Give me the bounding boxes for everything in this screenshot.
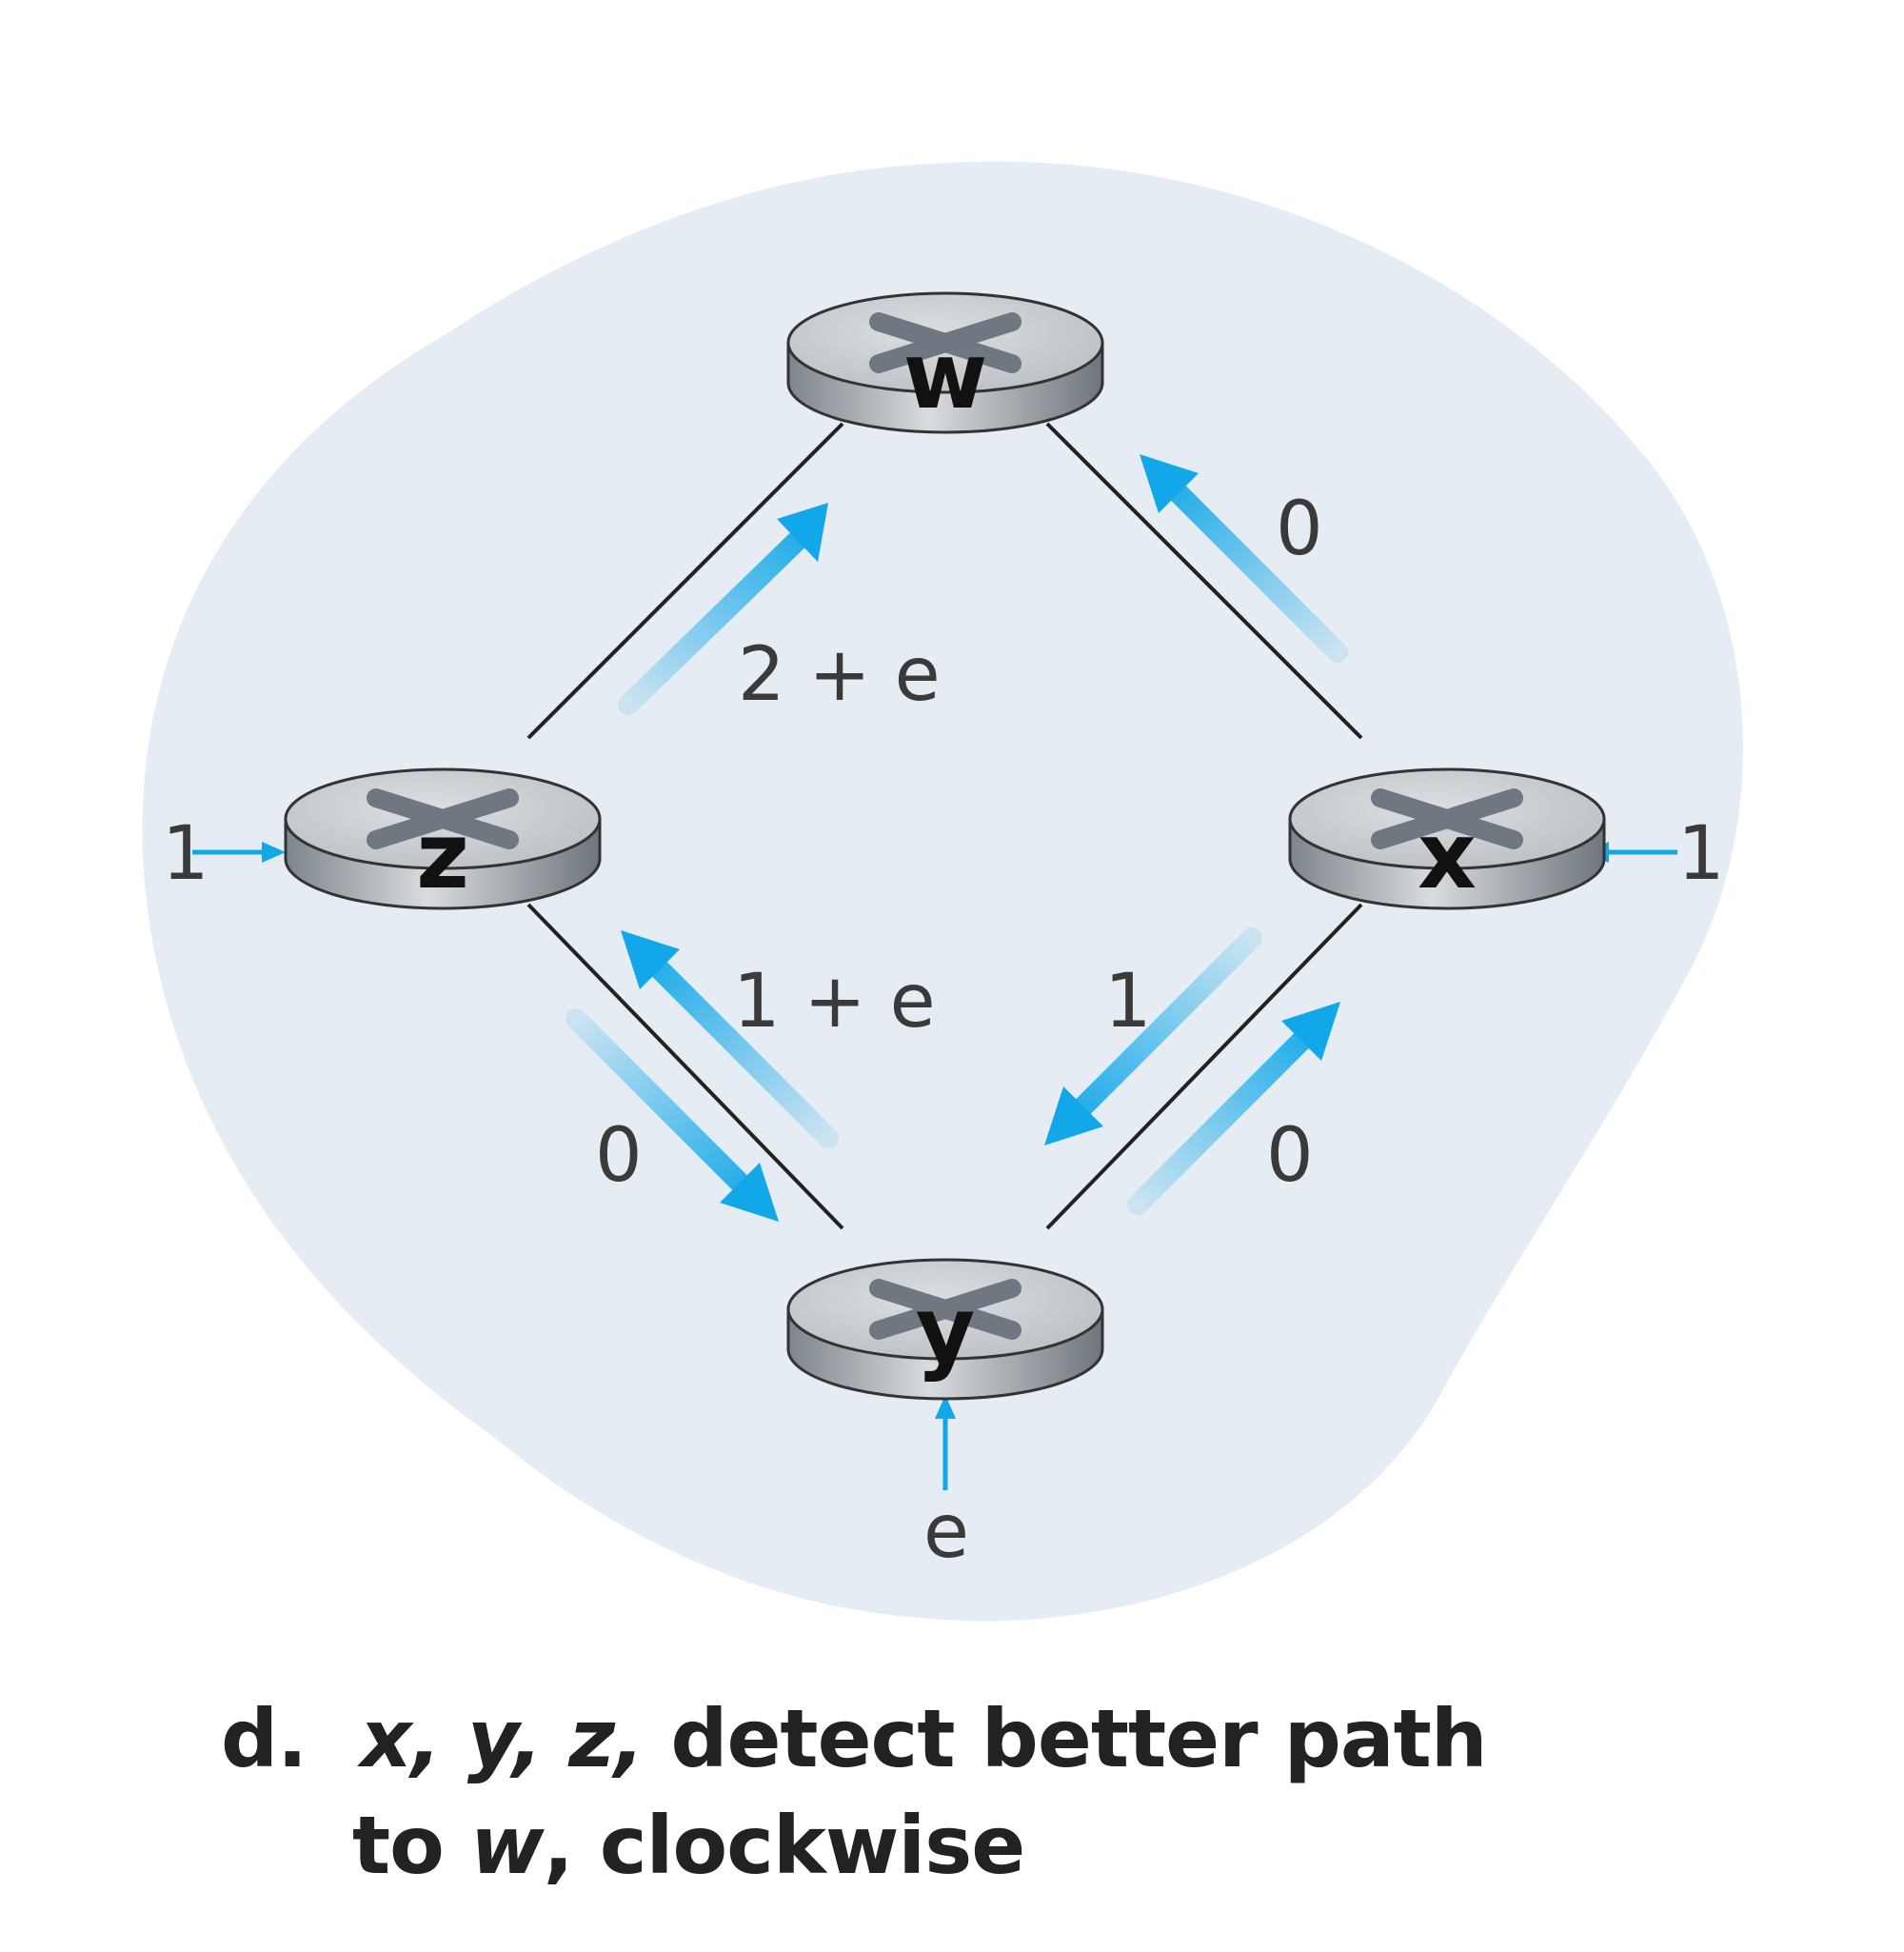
flow-label-z-to-w: 2 + e	[738, 632, 941, 718]
caption-line-1: d. x, y, z, detect better path	[221, 1685, 1488, 1792]
router-cross-icon	[869, 312, 1021, 373]
router-label-w: w	[903, 323, 988, 429]
figure-caption: d. x, y, z, detect better path to w, clo…	[221, 1685, 1488, 1899]
link-z-w	[526, 422, 844, 740]
router-x: x	[1288, 767, 1606, 910]
router-y: y	[786, 1258, 1104, 1401]
link-w-x	[1045, 422, 1363, 740]
flow-label-y-to-x: 0	[1266, 1113, 1314, 1199]
input-label-x: 1	[1677, 811, 1725, 897]
caption-letter: d.	[221, 1692, 307, 1785]
caption-line-2: to w, clockwise	[221, 1792, 1487, 1899]
flow-arrow-y-to-z	[621, 930, 839, 1148]
flow-label-x-to-y: 1	[1104, 959, 1152, 1045]
flow-arrow-x-to-w	[1140, 454, 1348, 663]
caption-nodes: x, y, z,	[360, 1692, 645, 1785]
caption-line2-node: w	[470, 1799, 545, 1892]
network-cloud	[142, 161, 1743, 1622]
input-arrow-y	[935, 1395, 956, 1490]
router-label-z: z	[416, 803, 469, 909]
router-z: z	[284, 767, 602, 910]
flow-label-y-to-z: 1 + e	[733, 959, 936, 1045]
input-label-z: 1	[162, 811, 209, 897]
caption-line2-prefix: to	[352, 1799, 471, 1892]
flow-arrow-z-to-y	[565, 1008, 779, 1222]
router-w: w	[786, 291, 1104, 434]
router-cross-icon	[1371, 788, 1523, 849]
router-cross-icon	[367, 788, 519, 849]
caption-line1-rest: detect better path	[644, 1692, 1487, 1785]
router-label-x: x	[1418, 803, 1477, 909]
flow-arrow-y-to-x	[1127, 1002, 1340, 1215]
flow-arrow-x-to-y	[1044, 927, 1262, 1145]
flow-arrow-z-to-w	[618, 503, 828, 715]
flow-label-x-to-w: 0	[1276, 487, 1323, 572]
input-label-y: e	[923, 1489, 969, 1575]
flow-label-z-to-y: 0	[595, 1113, 643, 1199]
link-z-y	[526, 903, 844, 1230]
router-cross-icon	[869, 1279, 1021, 1340]
caption-line2-rest: , clockwise	[543, 1799, 1025, 1892]
link-y-x	[1045, 903, 1363, 1230]
router-label-y: y	[916, 1277, 976, 1384]
input-arrow-z	[192, 842, 286, 863]
